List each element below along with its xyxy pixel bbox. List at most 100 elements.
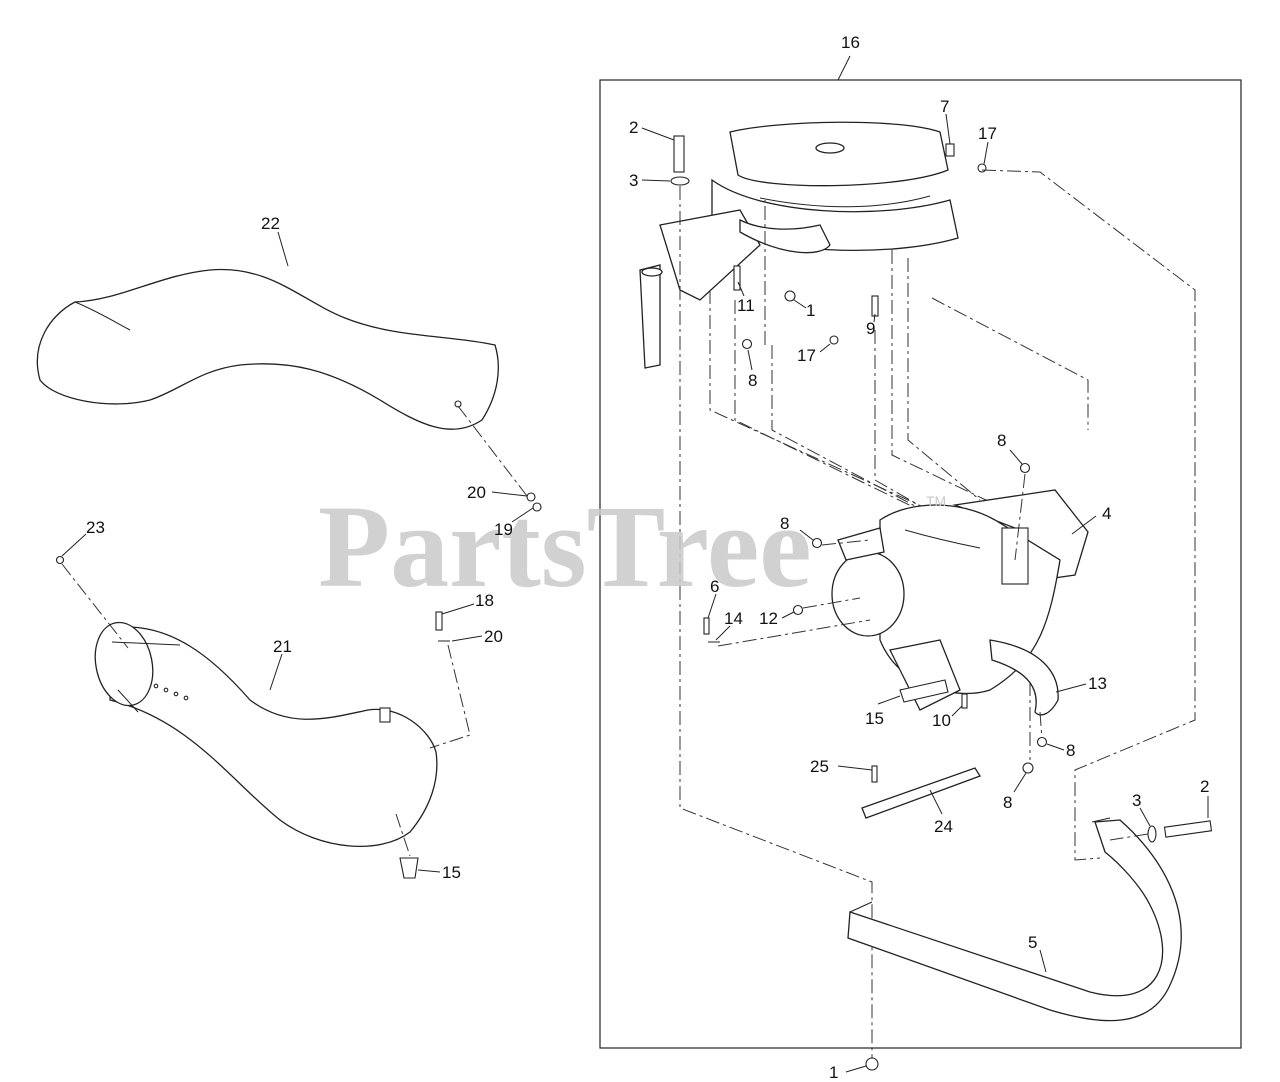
bolt-2-lower (1163, 820, 1213, 838)
nut-8-top (1019, 462, 1031, 474)
leader-18 (441, 603, 475, 615)
dash-upper-lower-4 (771, 345, 961, 531)
washer-3-upper (670, 176, 690, 186)
callout-20-lower: 20 (484, 627, 503, 646)
leader-5 (1039, 949, 1047, 973)
leader-17b (819, 343, 831, 353)
leader-14 (715, 625, 731, 641)
callout-4: 4 (1102, 504, 1111, 523)
hose-cover-part-22 (36, 268, 499, 430)
callout-25: 25 (810, 757, 829, 776)
assembly-frame (599, 79, 1242, 1049)
nut-1-upper (784, 290, 796, 302)
leader-19 (511, 507, 534, 523)
callout-18: 18 (475, 591, 494, 610)
leader-13 (1055, 683, 1087, 693)
leader-6 (707, 593, 717, 619)
nut-12 (792, 604, 804, 616)
callout-24: 24 (934, 817, 953, 836)
leader-17a (983, 141, 989, 165)
callout-3-lower: 3 (1132, 791, 1141, 810)
screw-17-upper (977, 163, 987, 173)
bolt-9 (871, 295, 879, 317)
leader-16 (837, 55, 851, 81)
callout-1-upper: 1 (806, 301, 815, 320)
leader-8e (1013, 772, 1027, 793)
tube-part-21 (94, 621, 438, 847)
callout-8-upper: 8 (748, 371, 757, 390)
leader-15a (877, 695, 901, 705)
dash-8-left (821, 539, 871, 546)
leader-4 (1071, 515, 1097, 535)
dash-upper-lower-5 (891, 250, 991, 503)
callout-6: 6 (710, 577, 719, 596)
leader-8a (747, 349, 753, 371)
nut-19 (532, 502, 542, 512)
nut-8-upper (741, 338, 753, 350)
leader-1a (793, 299, 807, 309)
leader-22 (277, 231, 289, 267)
leader-20b (451, 635, 483, 642)
dash-14 (717, 619, 871, 647)
screw-23 (55, 555, 65, 565)
leader-15b (417, 869, 441, 873)
clip-15-lower (399, 857, 419, 879)
callout-8-top: 8 (997, 431, 1006, 450)
callout-22: 22 (261, 214, 280, 233)
deflector-part-13 (989, 639, 1059, 716)
dash-22-20 (457, 405, 528, 497)
callout-10: 10 (932, 711, 951, 730)
callout-15-upper: 15 (865, 709, 884, 728)
callout-14: 14 (724, 609, 743, 628)
bolt-2-upper (673, 135, 685, 173)
callout-3-upper: 3 (629, 171, 638, 190)
washer-20 (526, 492, 536, 502)
nut-8-left (811, 537, 823, 549)
leader-11 (737, 281, 745, 297)
callout-2-upper: 2 (629, 118, 638, 137)
callout-1-lower: 1 (829, 1063, 838, 1082)
callout-20-upper: 20 (467, 483, 486, 502)
dash-12 (802, 597, 861, 609)
screw-25 (871, 765, 878, 783)
dash-upper-lower-2 (709, 290, 931, 511)
leader-24 (929, 789, 943, 815)
callout-13: 13 (1088, 674, 1107, 693)
callout-19: 19 (494, 520, 513, 539)
callout-8-bottom: 8 (1003, 793, 1012, 812)
leader-2a (641, 127, 675, 141)
leader-21 (269, 653, 283, 691)
scraper-part-24 (861, 767, 981, 819)
dash-upper-lower-6 (874, 330, 946, 521)
dash-21-15 (395, 813, 411, 857)
leader-9 (873, 313, 876, 323)
dash-left-long (679, 186, 873, 1062)
pin-18 (435, 611, 443, 631)
callout-5: 5 (1028, 933, 1037, 952)
nut-8-bottom (1022, 762, 1034, 774)
callout-17-upper: 17 (978, 124, 997, 143)
callout-7: 7 (940, 97, 949, 116)
leader-1b (845, 1065, 867, 1073)
screw-10 (961, 693, 968, 709)
pin-6 (703, 617, 710, 635)
clip-15-upper (899, 679, 949, 703)
callout-12: 12 (759, 609, 778, 628)
callout-23: 23 (86, 518, 105, 537)
leader-25 (837, 765, 873, 771)
dash-8-top (1014, 473, 1026, 561)
dash-upper-lower-3 (734, 300, 941, 521)
nut-1-lower (865, 1057, 879, 1071)
callout-9: 9 (866, 319, 875, 338)
leader-3a (641, 179, 671, 182)
screw-17-lower (829, 335, 839, 345)
bolt-11 (733, 265, 741, 291)
callout-16: 16 (841, 33, 860, 52)
dash-bolt-2 (1109, 833, 1149, 841)
handle-bar-part-5 (847, 817, 1182, 1022)
watermark: PartsTree (318, 481, 812, 612)
leader-8b (1009, 449, 1023, 465)
callout-8-lower-right: 8 (1066, 741, 1075, 760)
